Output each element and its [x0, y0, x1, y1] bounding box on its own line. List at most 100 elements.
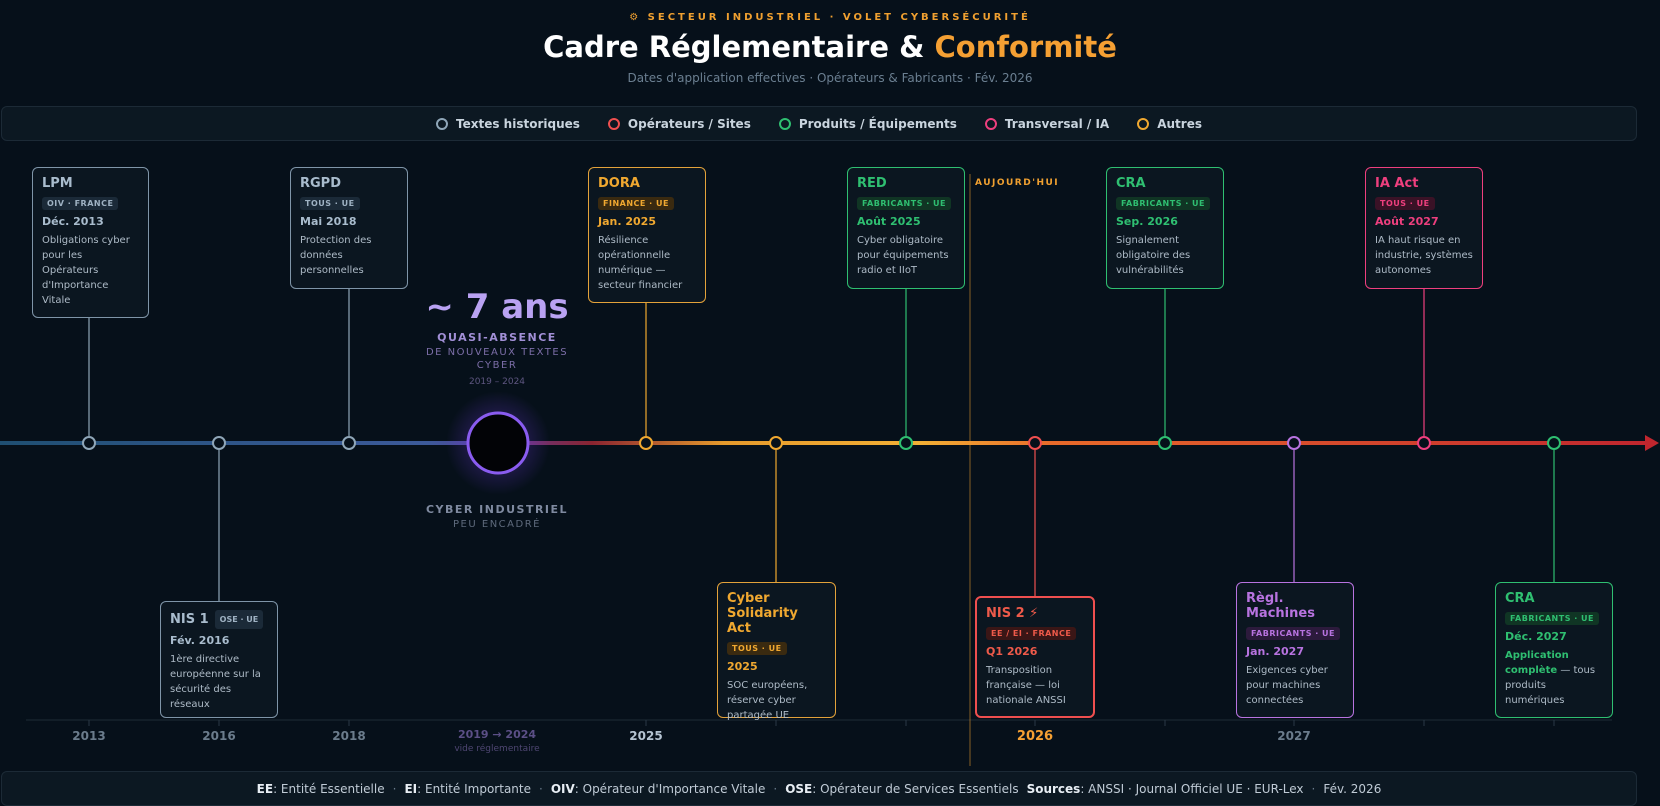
- page-subtitle: Dates d'application effectives · Opérate…: [627, 71, 1033, 85]
- legend-label: Produits / Équipements: [798, 116, 957, 131]
- legend-item-historic: Textes historiques: [436, 117, 580, 131]
- gap-bottom-line-1: CYBER INDUSTRIEL: [425, 503, 569, 516]
- year-label-2016: 2016: [202, 729, 236, 743]
- footer-separator: ·: [773, 781, 778, 796]
- card-nis2: NIS 2 ⚡ EE / EI · FRANCE Q1 2026 Transpo…: [975, 596, 1095, 718]
- legend-label: Autres: [1157, 116, 1202, 131]
- card-title: LPM: [42, 176, 73, 191]
- gap-line-1: QUASI-ABSENCE: [437, 331, 557, 344]
- node-iaact: [1417, 436, 1431, 450]
- card-badge: OSE · UE: [214, 610, 264, 629]
- card-date: 2025: [727, 660, 758, 673]
- legend: Textes historiques Opérateurs / Sites Pr…: [1, 106, 1637, 141]
- card-badge: TOUS · UE: [300, 197, 360, 210]
- card-desc: Protection des données personnelles: [300, 235, 372, 276]
- card-date: Déc. 2027: [1505, 630, 1567, 643]
- card-cra-2026: CRA FABRICANTS · UE Sep. 2026 Signalemen…: [1106, 167, 1224, 289]
- node-cra2: [1547, 436, 1561, 450]
- card-ia-act: IA Act TOUS · UE Août 2027 IA haut risqu…: [1365, 167, 1483, 289]
- legend-dot-icon: [778, 117, 791, 130]
- card-desc: Exigences cyber pour machines connectées: [1246, 665, 1328, 706]
- card-desc: Transposition française — loi nationale …: [986, 665, 1066, 706]
- legend-label: Transversal / IA: [1004, 116, 1110, 131]
- card-date: Août 2027: [1375, 215, 1439, 228]
- card-date: Sep. 2026: [1116, 215, 1178, 228]
- footer-date: Fév. 2026: [1323, 781, 1382, 796]
- card-desc-rest: — tous produits numériques: [1505, 665, 1596, 706]
- footer-sources-key: Sources: [1026, 781, 1081, 796]
- card-title: CRA: [1505, 591, 1535, 606]
- legend-item-others: Autres: [1137, 117, 1202, 131]
- card-desc-bold: Application complète: [1505, 650, 1569, 676]
- gap-bottom-line-2: PEU ENCADRÉ: [453, 519, 541, 530]
- card-lpm: LPM OIV · FRANCE Déc. 2013 Obligations c…: [32, 167, 149, 318]
- card-regl-machines: Règl. Machines FABRICANTS · UE Jan. 2027…: [1236, 582, 1354, 718]
- gap-line-3: 2019 – 2024: [468, 377, 526, 387]
- card-rgpd: RGPD TOUS · UE Mai 2018 Protection des d…: [290, 167, 408, 289]
- year-label-2026: 2026: [1016, 729, 1054, 744]
- legend-label: Textes historiques: [456, 116, 580, 131]
- gap-line-2: DE NOUVEAUX TEXTES CYBER: [425, 347, 569, 371]
- card-badge: OIV · FRANCE: [42, 197, 119, 210]
- title-accent: Conformité: [934, 30, 1117, 64]
- kicker: ⚙ SECTEUR INDUSTRIEL · VOLET CYBERSÉCURI…: [629, 12, 1031, 23]
- node-nis1: [212, 436, 226, 450]
- timeline-axis: [0, 441, 1645, 445]
- footer-oiv-value: : Opérateur d'Importance Vitale: [574, 781, 766, 796]
- footer-separator: ·: [1311, 781, 1316, 796]
- footer-ose-key: OSE: [785, 781, 813, 796]
- card-title: DORA: [598, 176, 640, 191]
- card-title: IA Act: [1375, 176, 1419, 191]
- card-title: RED: [857, 176, 887, 191]
- legend-dot-icon: [1137, 117, 1150, 130]
- footer-ei-value: : Entité Importante: [417, 781, 531, 796]
- card-date: Déc. 2013: [42, 215, 104, 228]
- card-date: Mai 2018: [300, 215, 357, 228]
- year-label-gap-sub: vide réglementaire: [454, 744, 540, 754]
- year-label-gap: 2019 → 2024: [457, 728, 537, 741]
- card-desc: Résilience opérationnelle numérique — se…: [598, 235, 683, 291]
- card-title: NIS 2 ⚡: [986, 606, 1039, 621]
- node-cra1: [1158, 436, 1172, 450]
- gap-duration: ~ 7 ans: [425, 287, 569, 327]
- card-date: Fév. 2016: [170, 634, 230, 647]
- today-label: AUJOURD'HUI: [975, 178, 1060, 188]
- node-nis2: [1028, 436, 1042, 450]
- legend-dot-icon: [607, 117, 620, 130]
- legend-label: Opérateurs / Sites: [627, 116, 751, 131]
- node-dora: [639, 436, 653, 450]
- axis-arrow-icon: [1645, 435, 1659, 451]
- card-badge: FABRICANTS · UE: [1116, 197, 1211, 210]
- card-title: CRA: [1116, 176, 1146, 191]
- node-red: [899, 436, 913, 450]
- footer-separator: ·: [538, 781, 543, 796]
- card-cra-2027: CRA FABRICANTS · UE Déc. 2027 Applicatio…: [1495, 582, 1613, 718]
- node-lpm: [82, 436, 96, 450]
- footer-sources-value: : ANSSI · Journal Officiel UE · EUR-Lex: [1080, 781, 1304, 796]
- year-label-2013: 2013: [72, 729, 106, 743]
- card-desc: Signalement obligatoire des vulnérabilit…: [1116, 235, 1191, 276]
- card-desc: 1ère directive européenne sur la sécurit…: [170, 654, 261, 710]
- title-main: Cadre Réglementaire &: [543, 30, 935, 64]
- footer-glossary: EE : Entité Essentielle · EI : Entité Im…: [1, 771, 1637, 806]
- legend-item-transversal: Transversal / IA: [984, 116, 1110, 131]
- card-desc: Obligations cyber pour les Opérateurs d'…: [42, 235, 130, 306]
- card-desc: Application complète — tous produits num…: [1505, 648, 1603, 708]
- card-badge: FABRICANTS · UE: [1246, 627, 1341, 640]
- legend-item-products: Produits / Équipements: [778, 116, 957, 131]
- card-title: Cyber Solidarity Act: [727, 591, 798, 636]
- card-dora: DORA FINANCE · UE Jan. 2025 Résilience o…: [588, 167, 706, 303]
- footer-separator: ·: [392, 781, 397, 796]
- footer-ose-value: : Opérateur de Services Essentiels: [812, 781, 1019, 796]
- card-cyber-solidarity-act: Cyber Solidarity Act TOUS · UE 2025 SOC …: [717, 582, 836, 721]
- legend-item-operators: Opérateurs / Sites: [607, 116, 751, 131]
- card-red: RED FABRICANTS · UE Août 2025 Cyber obli…: [847, 167, 965, 289]
- legend-dot-icon: [436, 117, 449, 130]
- card-title: Règl. Machines: [1246, 591, 1315, 621]
- year-label-2027: 2027: [1277, 729, 1311, 743]
- node-machines: [1287, 436, 1301, 450]
- card-badge: EE / EI · FRANCE: [986, 627, 1077, 640]
- card-date: Août 2025: [857, 215, 921, 228]
